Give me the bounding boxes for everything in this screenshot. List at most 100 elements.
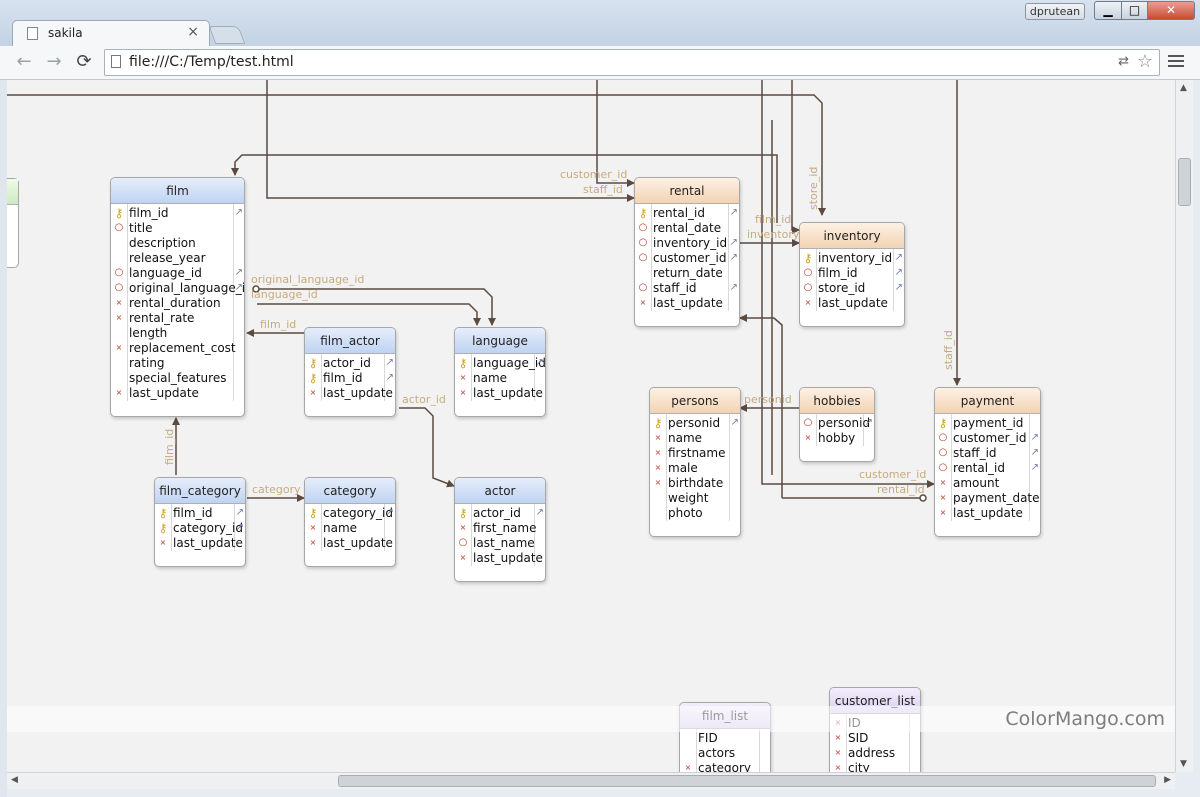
table-hobbies[interactable]: hobbies ○personid↗×hobby	[799, 387, 875, 462]
column-row[interactable]: ⚷actor_id↗	[305, 356, 395, 371]
column-row[interactable]: ×name	[455, 371, 545, 386]
column-row[interactable]: ⚷film_id↗	[155, 506, 245, 521]
bookmark-star-icon[interactable]: ☆	[1136, 51, 1153, 72]
scroll-down-icon[interactable]: ▼	[1180, 759, 1187, 769]
column-row[interactable]: ×firstname	[650, 446, 740, 461]
foreign-key-icon: ↗	[535, 357, 544, 368]
vertical-scrollbar[interactable]: ▲ ▼	[1175, 80, 1193, 772]
column-row[interactable]: ○title	[111, 221, 244, 236]
column-row[interactable]: ×rental_rate	[111, 311, 244, 326]
column-row[interactable]: ⚷film_id↗	[111, 206, 244, 221]
column-row[interactable]: ⚷actor_id↗	[455, 506, 545, 521]
forward-button[interactable]: →	[46, 51, 62, 72]
column-row[interactable]: ×name	[650, 431, 740, 446]
column-row[interactable]: ×last_update	[935, 506, 1040, 521]
column-row[interactable]: ○staff_id↗	[935, 446, 1040, 461]
scroll-up-icon[interactable]: ▲	[1180, 83, 1187, 93]
table-inventory[interactable]: inventory ⚷inventory_id↗○film_id↗○store_…	[799, 222, 905, 327]
column-row[interactable]: ×last_update	[800, 296, 904, 311]
column-row[interactable]: ○customer_id↗	[635, 251, 739, 266]
column-row[interactable]: ×last_update	[455, 386, 545, 401]
column-row[interactable]: ×last_update	[111, 386, 244, 401]
table-category[interactable]: category ⚷category_id↗×name×last_update	[304, 477, 396, 567]
column-row[interactable]: ○personid↗	[800, 416, 874, 431]
column-row[interactable]: ×rental_duration	[111, 296, 244, 311]
column-row[interactable]: ×male	[650, 461, 740, 476]
tab-sakila[interactable]: sakila ×	[12, 20, 210, 46]
close-window-button[interactable]: ✕	[1147, 1, 1195, 20]
minimize-button[interactable]: ▁	[1094, 1, 1122, 20]
scroll-left-icon[interactable]: ◀	[11, 775, 18, 785]
column-row[interactable]: weight	[650, 491, 740, 506]
column-row[interactable]: ×SID	[830, 731, 920, 746]
new-tab-button[interactable]	[208, 26, 246, 44]
mandatory-icon: ×	[654, 478, 662, 487]
column-row[interactable]: ⚷category_id↗	[155, 521, 245, 536]
column-row[interactable]: ×last_update	[305, 386, 395, 401]
column-row[interactable]: rating	[111, 356, 244, 371]
column-row[interactable]: ⚷category_id↗	[305, 506, 395, 521]
column-row[interactable]: ⚷payment_id	[935, 416, 1040, 431]
column-row[interactable]: length	[111, 326, 244, 341]
column-row[interactable]: ×last_update	[305, 536, 395, 551]
browser-menu-button[interactable]	[1168, 53, 1184, 69]
table-rental[interactable]: rental ⚷rental_id↗○rental_date○inventory…	[634, 177, 740, 327]
column-row[interactable]: ×address	[830, 746, 920, 761]
column-row[interactable]: ×city	[830, 761, 920, 772]
column-row[interactable]: FID	[680, 731, 770, 746]
column-row[interactable]: ×first_name	[455, 521, 545, 536]
column-row[interactable]: ×last_update	[455, 551, 545, 566]
column-row[interactable]: ×name	[305, 521, 395, 536]
back-button[interactable]: ←	[16, 51, 32, 72]
column-row[interactable]: ○language_id↗	[111, 266, 244, 281]
column-row[interactable]: ⚷film_id↗	[305, 371, 395, 386]
column-row[interactable]: actors	[680, 746, 770, 761]
column-row[interactable]: ×amount	[935, 476, 1040, 491]
column-row[interactable]: photo	[650, 506, 740, 521]
column-row[interactable]: ⚷rental_id↗	[635, 206, 739, 221]
table-persons[interactable]: persons ⚷personid↗×name×firstname×male×b…	[649, 387, 741, 537]
tab-close-icon[interactable]: ×	[187, 24, 199, 40]
column-row[interactable]: ×hobby	[800, 431, 874, 446]
table-language[interactable]: language ⚷language_id↗×name×last_update	[454, 327, 546, 417]
column-row[interactable]: ⚷inventory_id↗	[800, 251, 904, 266]
column-row[interactable]: ○staff_id↗	[635, 281, 739, 296]
column-row[interactable]: ×last_update	[155, 536, 245, 551]
scroll-thumb[interactable]	[1178, 158, 1191, 206]
column-row[interactable]: ×birthdate	[650, 476, 740, 491]
column-row[interactable]: ○rental_id↗	[935, 461, 1040, 476]
translate-icon[interactable]: ⇄	[1118, 54, 1129, 69]
table-actor[interactable]: actor ⚷actor_id↗×first_name○last_name×la…	[454, 477, 546, 582]
maximize-button[interactable]: □	[1121, 1, 1148, 20]
column-row[interactable]: return_date	[635, 266, 739, 281]
table-payment[interactable]: payment ⚷payment_id○customer_id↗○staff_i…	[934, 387, 1041, 537]
address-bar[interactable]: file:///C:/Temp/test.html ⇄ ☆	[104, 49, 1160, 76]
reload-button[interactable]: ⟳	[76, 51, 92, 72]
user-profile-button[interactable]: dprutean	[1025, 3, 1085, 20]
column-row[interactable]: ×payment_date	[935, 491, 1040, 506]
primary-key-icon: ⚷	[638, 206, 648, 220]
scroll-right-icon[interactable]: ▶	[1164, 775, 1171, 785]
scroll-thumb[interactable]	[338, 775, 1156, 787]
column-row[interactable]: ×last_update	[635, 296, 739, 311]
column-row[interactable]: ○film_id↗	[800, 266, 904, 281]
column-row[interactable]: ×replacement_cost	[111, 341, 244, 356]
column-row[interactable]: ○store_id↗	[800, 281, 904, 296]
column-row[interactable]: ⚷personid↗	[650, 416, 740, 431]
column-row[interactable]: ⚷language_id↗	[455, 356, 545, 371]
column-row[interactable]: description	[111, 236, 244, 251]
column-row[interactable]: ×category	[680, 761, 770, 772]
column-row[interactable]: ○original_language_id↗	[111, 281, 244, 296]
table-film-actor[interactable]: film_actor ⚷actor_id↗⚷film_id↗×last_upda…	[304, 327, 396, 417]
column-row[interactable]: special_features	[111, 371, 244, 386]
horizontal-scrollbar[interactable]: ◀ ▶	[7, 772, 1175, 789]
column-row[interactable]: release_year	[111, 251, 244, 266]
column-row[interactable]: ○rental_date	[635, 221, 739, 236]
column-row[interactable]: ○inventory_id↗	[635, 236, 739, 251]
mandatory-icon: ×	[159, 538, 167, 547]
column-row[interactable]: ○last_name	[455, 536, 545, 551]
diagram-canvas[interactable]: customer_id staff_id film_id inventory_i…	[7, 80, 1175, 772]
column-row[interactable]: ○customer_id↗	[935, 431, 1040, 446]
table-film-category[interactable]: film_category ⚷film_id↗⚷category_id↗×las…	[154, 477, 246, 567]
